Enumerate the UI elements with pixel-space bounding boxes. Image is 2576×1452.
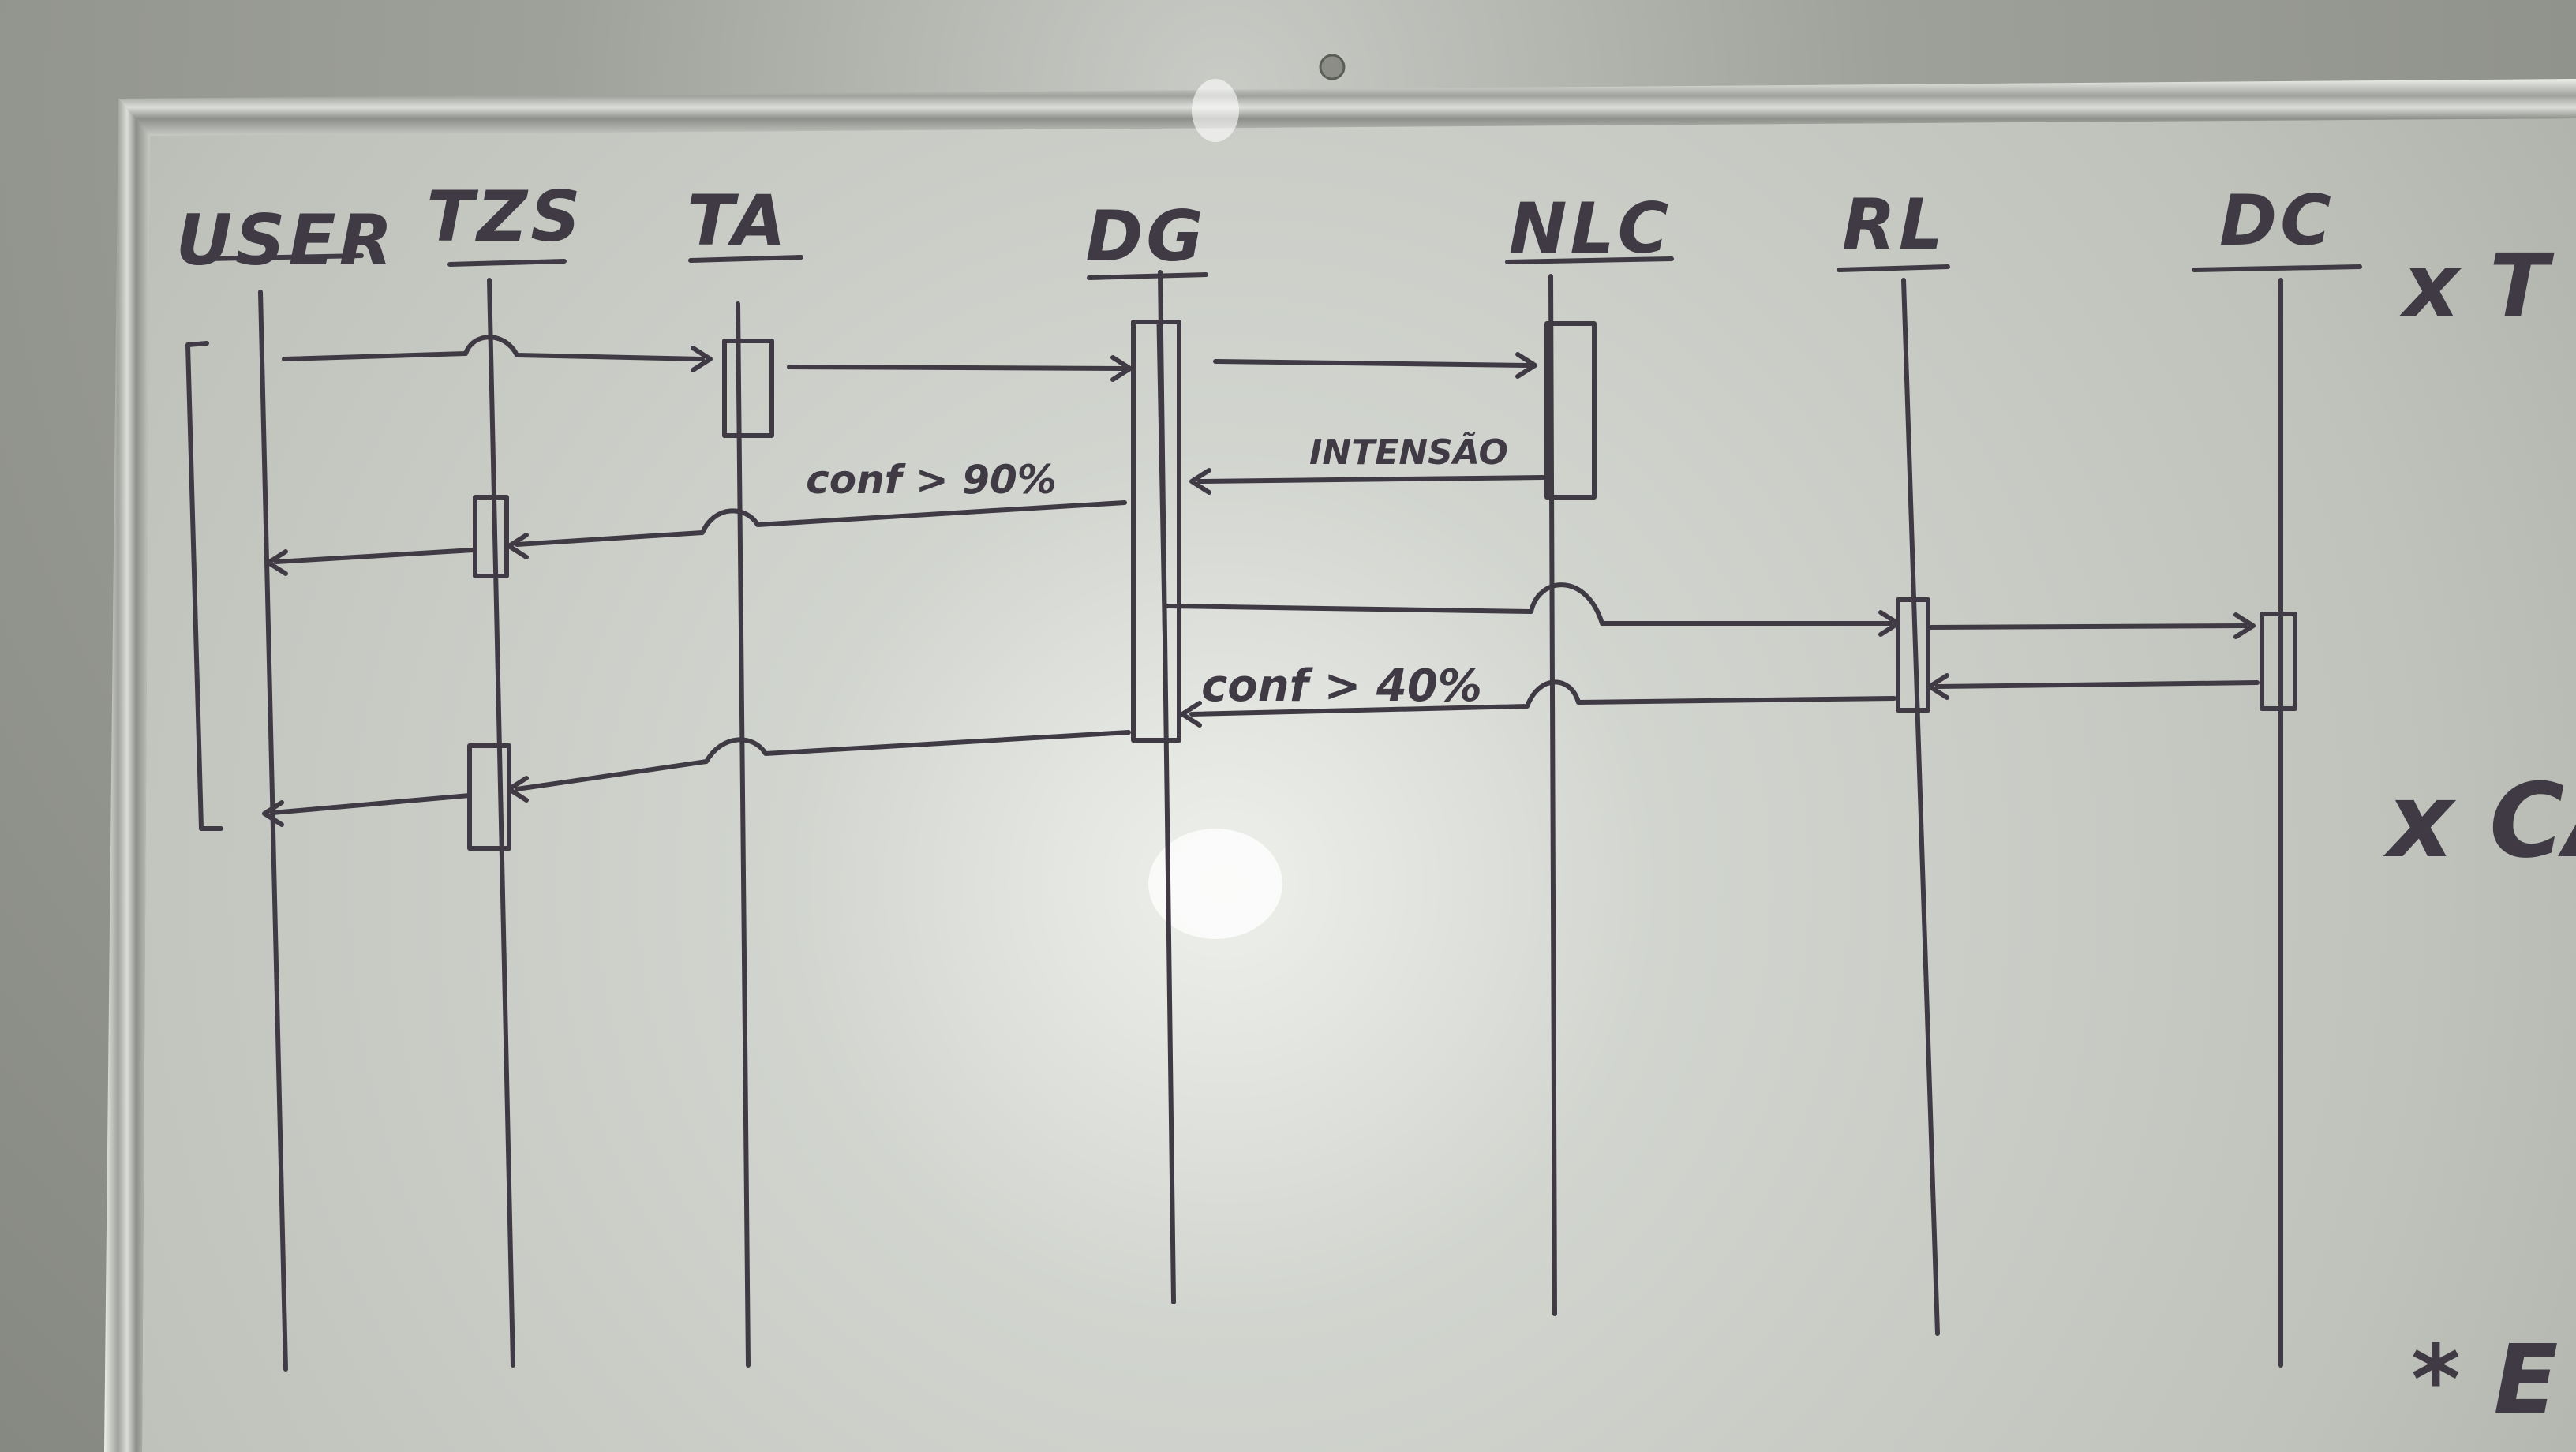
lifeline-label-dg: DG: [1085, 196, 1206, 277]
whiteboard-frame-top: [118, 79, 2576, 136]
lifeline-label-dc: DC: [2219, 180, 2334, 261]
side-note-1: x T: [2399, 235, 2555, 336]
lifeline-label-user: USER: [176, 200, 396, 281]
lifeline-underline-nlc: [1505, 256, 1674, 264]
lifeline-underline-dc: [2192, 264, 2362, 272]
message-m10-line: [1189, 679, 1896, 717]
lifeline-underline-ta: [688, 255, 803, 263]
message-m3-arrowhead: [1515, 352, 1537, 379]
message-m2-arrowhead: [1110, 355, 1133, 382]
screw-icon: [1319, 54, 1346, 80]
message-m4-arrowhead: [1189, 468, 1211, 495]
message-m3-line: [1213, 359, 1530, 368]
message-m4-line: [1197, 475, 1545, 484]
message-m9-arrowhead: [1927, 673, 1949, 700]
lifeline-tzs: [487, 278, 515, 1368]
message-m8-line: [1927, 623, 2248, 630]
glare-top: [1192, 79, 1239, 142]
message-m5-arrowhead: [507, 533, 529, 559]
message-m2-line: [787, 365, 1127, 371]
loop-bracket: [185, 341, 223, 831]
message-m4-label: INTENSÃO: [1309, 431, 1508, 473]
glare-spot: [1148, 829, 1282, 939]
lifeline-label-rl: RL: [1842, 184, 1946, 265]
message-m1-arrowhead: [691, 346, 713, 372]
message-m6-line: [274, 548, 476, 564]
lifeline-rl: [1901, 278, 1940, 1336]
lifeline-underline-user: [204, 253, 364, 261]
lifeline-label-nlc: NLC: [1509, 188, 1672, 269]
message-m5-label: conf > 90%: [806, 457, 1057, 503]
activation-nlc: [1544, 321, 1597, 500]
activation-tzs-1: [473, 495, 509, 578]
lifeline-underline-dg: [1087, 272, 1208, 280]
message-m12-arrowhead: [262, 800, 284, 827]
message-m10-arrowhead: [1180, 701, 1202, 728]
lifeline-label-tzs: TZS: [426, 176, 583, 257]
message-m11-arrowhead: [507, 776, 529, 803]
message-m8-arrowhead: [2233, 612, 2256, 639]
lifeline-nlc: [1548, 274, 1557, 1316]
lifeline-underline-rl: [1837, 264, 1950, 272]
activation-rl: [1896, 597, 1930, 713]
side-note-3: * E: [2411, 1326, 2559, 1435]
activation-ta: [722, 339, 774, 438]
message-m12-line: [270, 793, 472, 815]
activation-dc: [2260, 612, 2297, 711]
message-m10-label: conf > 40%: [1201, 661, 1482, 712]
activation-dg-inner: [1156, 321, 1169, 743]
whiteboard-surface: [142, 118, 2576, 1452]
lifeline-ta: [736, 301, 751, 1368]
message-m1-line: [282, 335, 705, 361]
message-m7-line: [1166, 582, 1893, 626]
activation-dg: [1131, 320, 1181, 743]
message-m6-arrowhead: [266, 549, 288, 576]
side-note-2: x CA: [2383, 761, 2576, 881]
message-m7-arrowhead: [1878, 610, 1900, 637]
lifeline-underline-tzs: [447, 259, 567, 267]
whiteboard-frame-left: [104, 99, 150, 1452]
lifeline-label-ta: TA: [687, 180, 788, 261]
message-m9-line: [1935, 680, 2260, 689]
lifeline-user: [258, 290, 288, 1372]
message-m5-line: [515, 500, 1127, 547]
message-m11-line: [515, 730, 1131, 791]
